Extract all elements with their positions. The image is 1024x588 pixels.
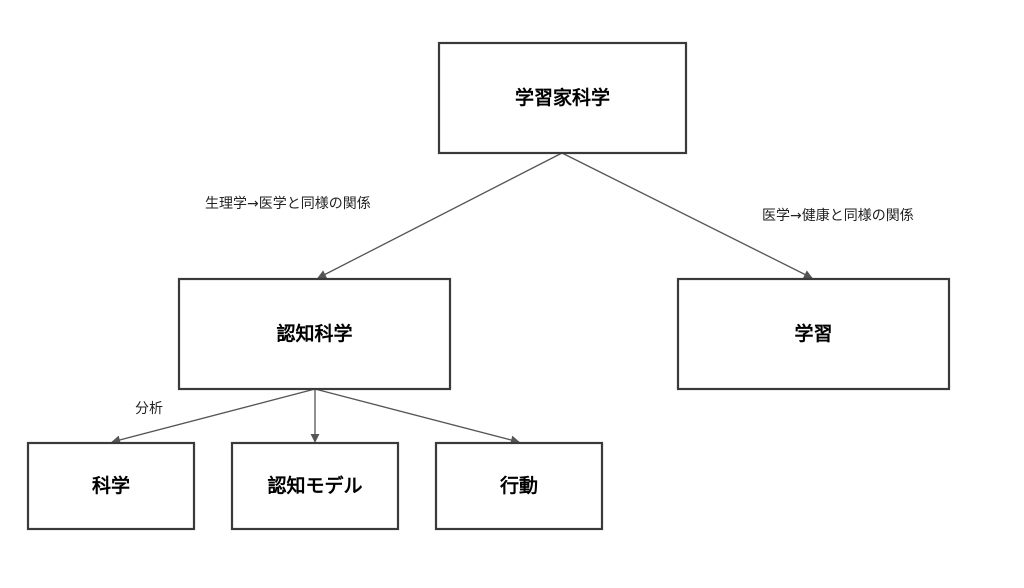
node-behavior[interactable]: 行動 [434, 441, 604, 531]
edge-label-physiology-medicine: 生理学→医学と同様の関係 [205, 196, 371, 212]
node-root-label: 学習家科学 [515, 86, 610, 109]
node-behavior-label: 行動 [499, 474, 538, 497]
edge-cognitive-science-to-science [111, 388, 316, 445]
node-learning[interactable]: 学習 [676, 277, 951, 391]
node-root[interactable]: 学習家科学 [437, 41, 688, 155]
node-cognitive-science[interactable]: 認知科学 [177, 277, 452, 391]
edge-root-to-cognitive-science [317, 152, 563, 279]
edge-labels: 生理学→医学と同様の関係 医学→健康と同様の関係 分析 [135, 196, 914, 417]
node-learning-label: 学習 [794, 322, 832, 345]
node-cognitive-science-label: 認知科学 [276, 322, 352, 345]
node-cognitive-model[interactable]: 認知モデル [230, 441, 400, 531]
edge-root-to-learning [561, 152, 813, 279]
edge-label-analysis: 分析 [135, 401, 163, 417]
node-science[interactable]: 科学 [26, 441, 196, 531]
edge-label-medicine-health: 医学→健康と同様の関係 [762, 207, 914, 224]
edges [111, 152, 813, 445]
edge-cognitive-science-to-behavior [314, 388, 520, 445]
node-cognitive-model-label: 認知モデル [267, 474, 362, 497]
node-science-label: 科学 [92, 474, 130, 497]
